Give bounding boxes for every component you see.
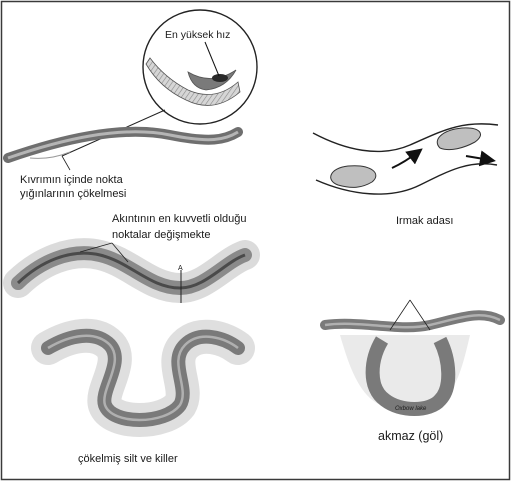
strongest-flow-label-2: noktalar değişmekte (112, 229, 210, 241)
panel-river-island: Irmak adası (313, 124, 498, 227)
silt-clay-label: çökelmiş silt ve killer (78, 453, 178, 465)
oxbow-lake-label: akmaz (göl) (378, 429, 443, 443)
new-channel (325, 315, 500, 327)
point-a-label: A (178, 265, 183, 272)
oxbow-script-label: Oxbow lake (395, 406, 427, 412)
panel-strongest-flow: A Akıntının en kuvvetli olduğu noktalar … (18, 213, 247, 303)
flow-arrow-1 (392, 152, 418, 168)
panel-tight-meander: çökelmiş silt ve killer (48, 336, 238, 465)
strongest-flow-label-1: Akıntının en kuvvetli olduğu (112, 213, 247, 225)
max-velocity-point (212, 74, 228, 82)
panel-oxbow-lake: Oxbow lake akmaz (göl) (325, 300, 500, 443)
inner-deposit-label-2: yığınlarının çökelmesi (20, 188, 126, 200)
deposit-band (48, 336, 238, 420)
zoom-circle (143, 10, 257, 124)
panel-inner-deposition: En yüksek hız Kıvrımın içinde nokta yığı… (8, 10, 257, 200)
deposit-pointer (62, 156, 70, 170)
flow-arrow-2 (466, 156, 490, 160)
inner-deposit-label-1: Kıvrımın içinde nokta (20, 174, 124, 186)
island-left (331, 166, 376, 188)
river-island-label: Irmak adası (396, 215, 453, 227)
zoom-title: En yüksek hız (165, 29, 230, 41)
channel-1 (8, 132, 238, 158)
